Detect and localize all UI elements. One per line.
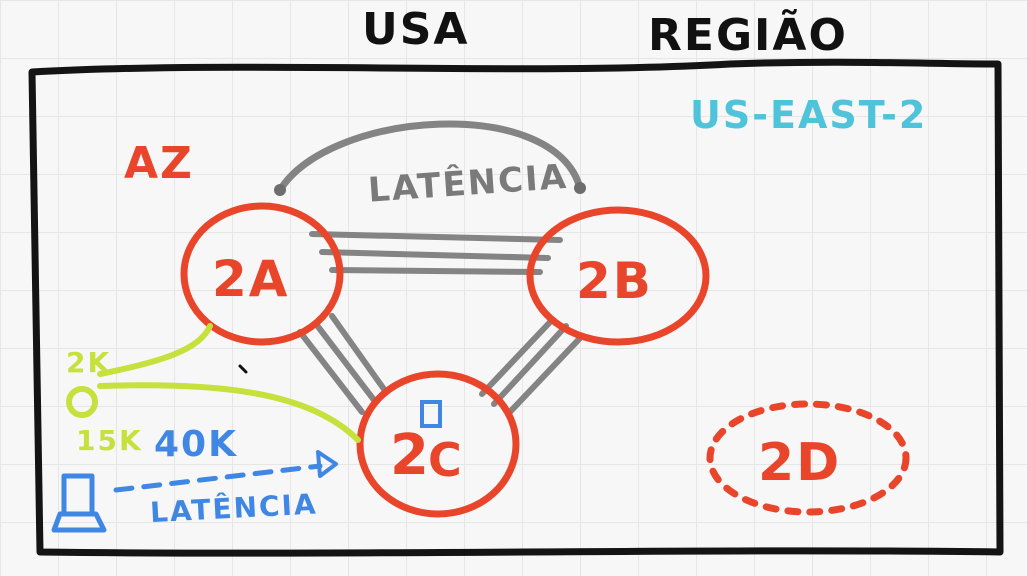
zone-2b-circle[interactable] xyxy=(526,206,710,346)
latency-arc-end-left xyxy=(274,184,286,196)
zone-2a-circle[interactable] xyxy=(180,202,344,346)
zone-2c-label: 2 xyxy=(390,423,431,488)
region-frame xyxy=(28,58,1004,557)
zone-2c-suffix: C xyxy=(428,433,464,487)
user-latency-value: 40K xyxy=(154,424,238,465)
zone-2b-label: 2B xyxy=(576,252,653,310)
region-heading: REGIÃO xyxy=(648,8,848,61)
zone-2a-label: 2A xyxy=(212,250,290,308)
az-label: AZ xyxy=(124,138,194,189)
latency-arc xyxy=(276,120,584,194)
region-name: US-EAST-2 xyxy=(690,93,927,137)
zone-2d-label: 2D xyxy=(758,433,841,493)
link-a-c xyxy=(297,313,389,415)
latency-arc-end-right xyxy=(574,182,586,194)
zone-2c-circle[interactable] xyxy=(356,370,520,518)
fiber-links xyxy=(66,323,361,443)
server-icon xyxy=(420,400,442,428)
link-a-b xyxy=(309,231,563,275)
user-latency-arrowhead xyxy=(316,450,338,478)
latency-top-label: LATÊNCIA xyxy=(367,156,570,211)
link-b-c xyxy=(479,317,585,417)
country-title: USA xyxy=(362,4,469,55)
zone-2d-circle[interactable] xyxy=(706,400,910,516)
fiber-upper-label: 2K xyxy=(66,346,111,379)
user-latency-label: LATÊNCIA xyxy=(149,486,318,529)
user-latency-arrow xyxy=(113,463,323,493)
fiber-lower-label: 15K xyxy=(76,424,143,457)
laptop-icon xyxy=(51,473,107,533)
pen-mark xyxy=(238,364,248,374)
